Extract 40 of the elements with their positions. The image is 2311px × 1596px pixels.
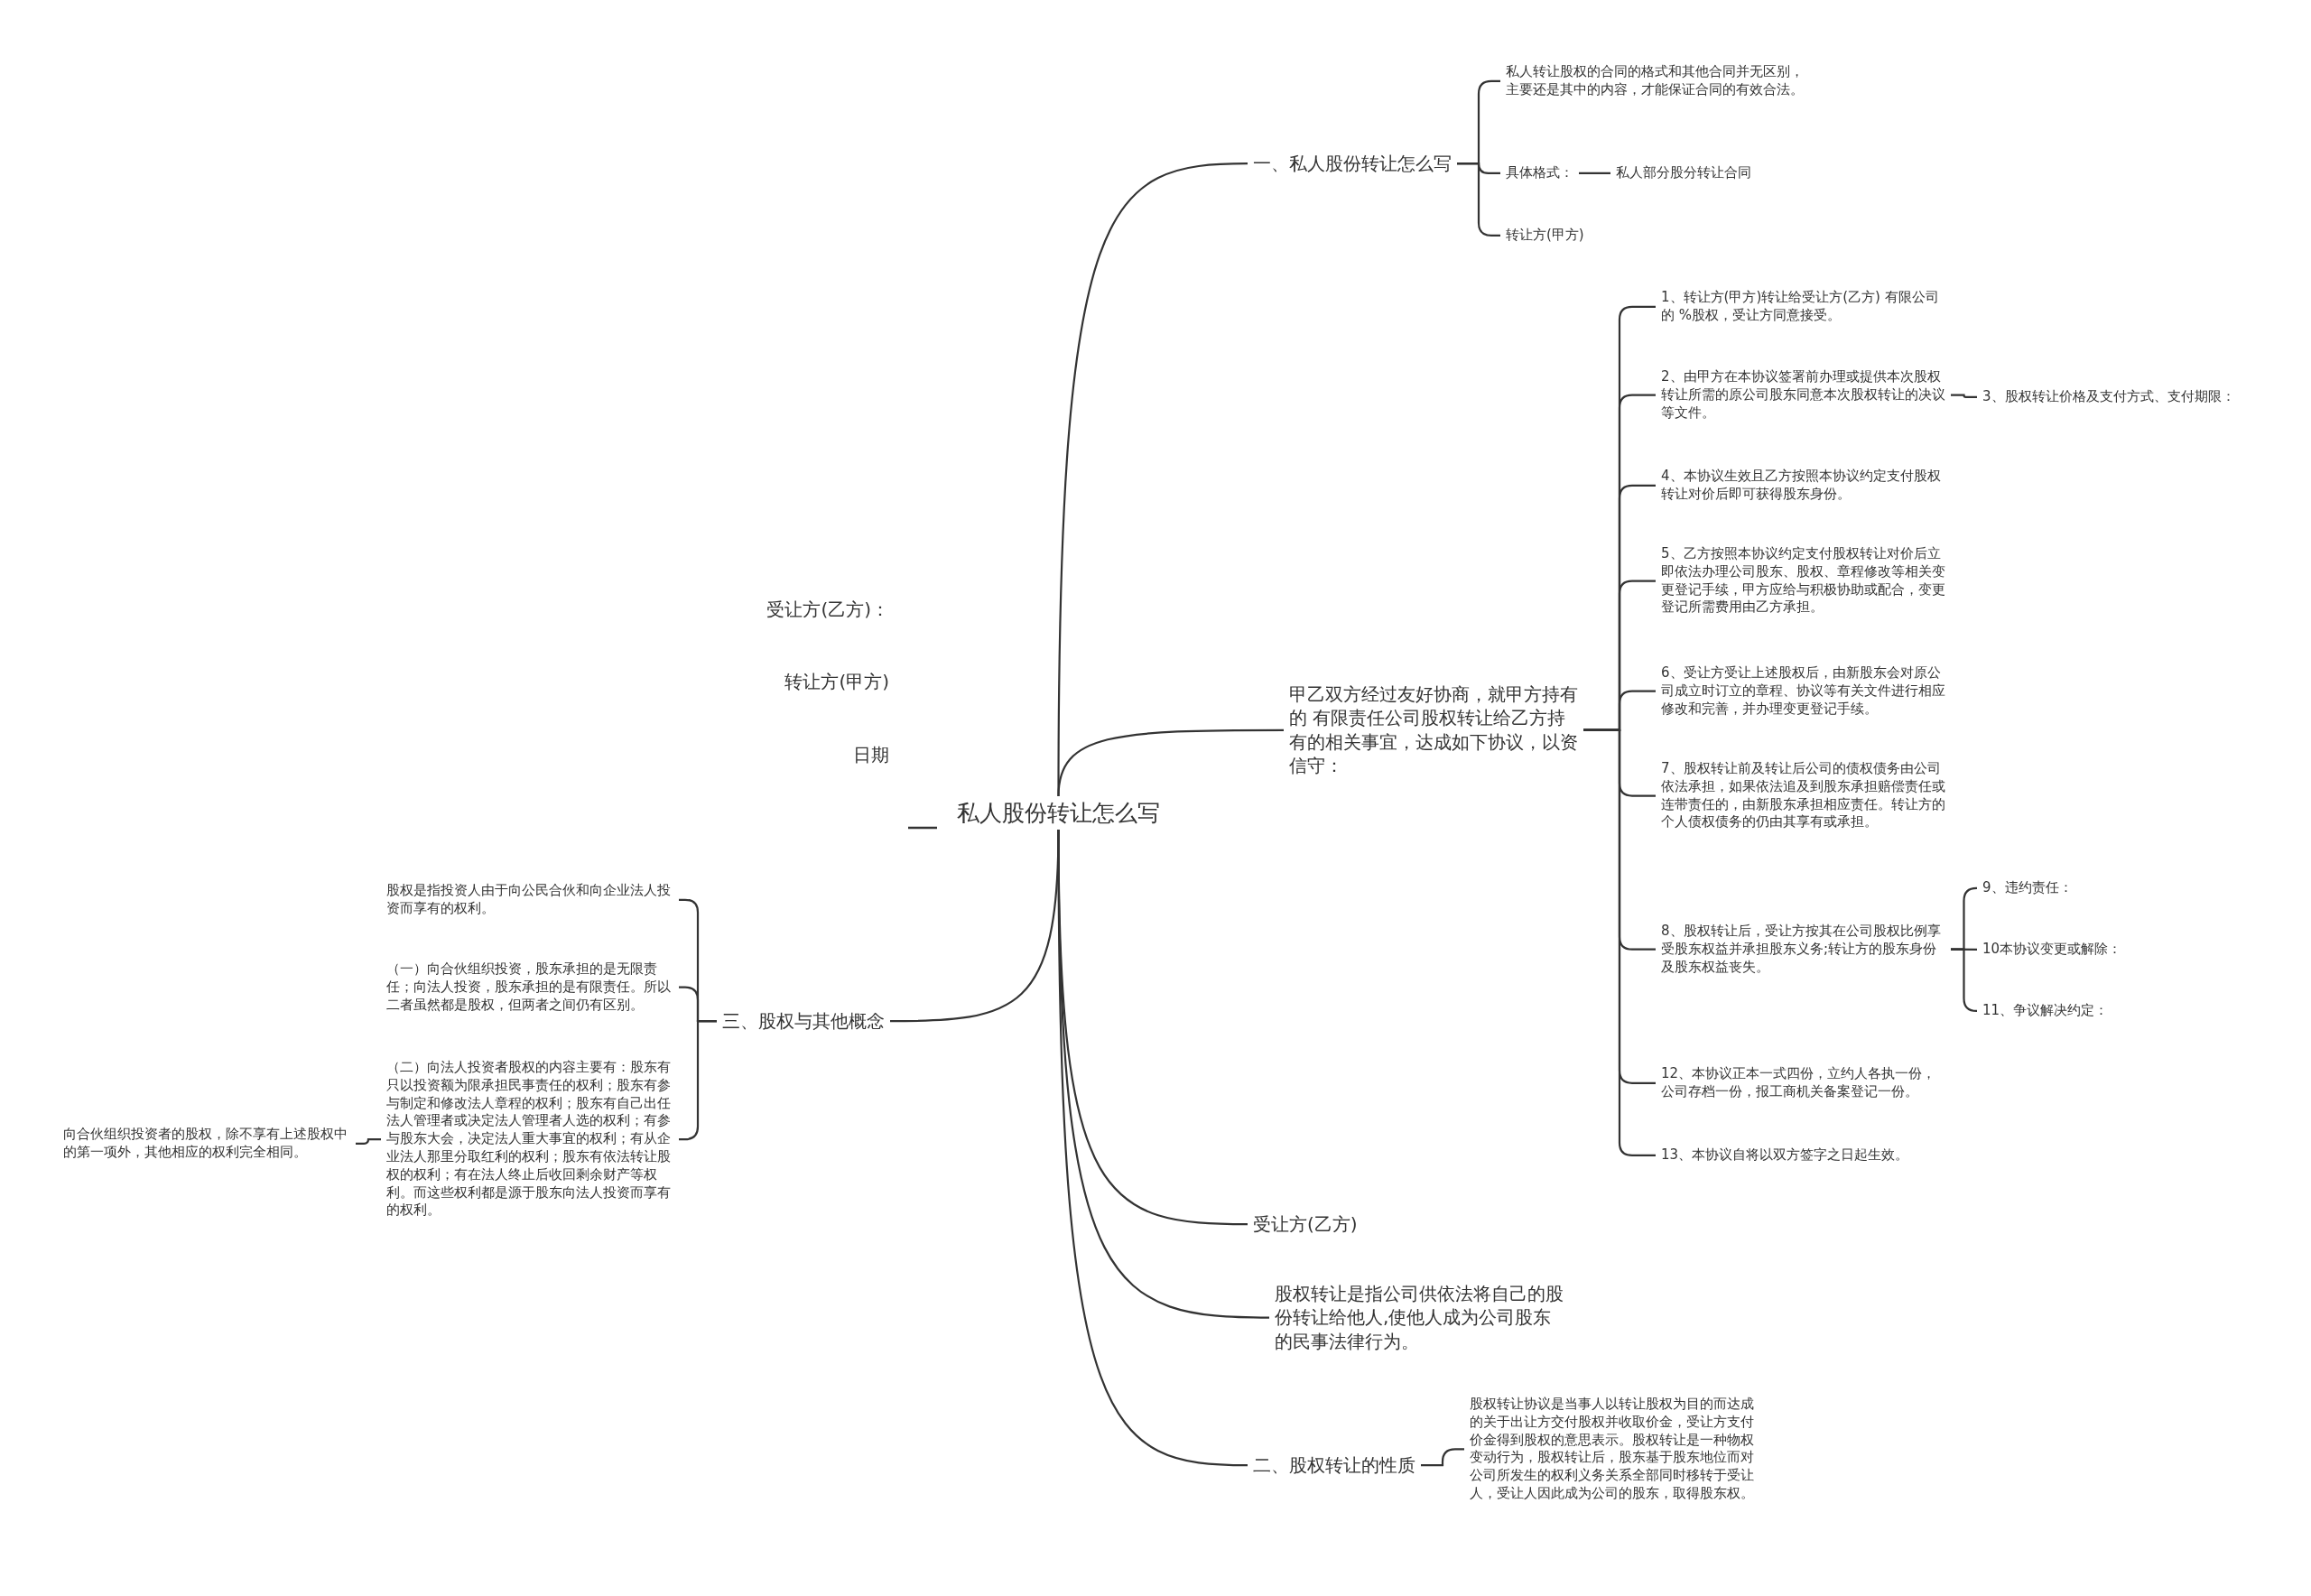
- branch-topic: 一、私人股份转让怎么写: [1253, 152, 1452, 176]
- leaf-text: 2、由甲方在本协议签署前办理或提供本次股权转让所需的原公司股东同意本次股权转让的决议等文件。: [1661, 368, 1945, 422]
- leaf-text: 1、转让方(甲方)转让给受让方(乙方) 有限公司的 %股权，受让方同意接受。: [1661, 289, 1945, 325]
- leaf-text: 11、争议解决约定：: [1982, 1002, 2109, 1020]
- leaf-text: 股权转让协议是当事人以转让股权为目的而达成的关于出让方交付股权并收取价金，受让方支付价金得到股权的意思表示。股权转让是一种物权变动行为，股权转让后，股东基于股东地位而对公司所发生的权利义务关系全部同时移转于受让人，受让人因此成为公司的股东，取得股东权。: [1470, 1396, 1759, 1503]
- leaf-text: 4、本协议生效且乙方按照本协议约定支付股权转让对价后即可获得股东身份。: [1661, 468, 1945, 504]
- leaf-text: 13、本协议自将以双方签字之日起生效。: [1661, 1146, 1909, 1165]
- leaf-text: 10本协议变更或解除：: [1982, 941, 2122, 959]
- branch-topic: 二、股权转让的性质: [1253, 1453, 1415, 1478]
- leaf-text: （二）向法人投资者股权的内容主要有：股东有只以投资额为限承担民事责任的权利；股东有参与制定和修改法人章程的权利；股东有自己出任法人管理者或决定法人管理者人选的权利；有参与股东大会，决定法人重大事宜的权利；有从企业法人那里分取红利的权利；股东有依法转让股权的权利；有在法人终止后收回剩余财产等权利。而这些权利都是源于股东向法人投资而享有的权利。: [386, 1059, 673, 1220]
- branch-topic: 三、股权与其他概念: [722, 1009, 885, 1034]
- leaf-text: 3、股权转让价格及支付方式、支付期限：: [1982, 388, 2235, 406]
- leaf-text: 9、违约责任：: [1982, 879, 2073, 897]
- topic-label: 受让方(乙方)：: [766, 598, 889, 622]
- leaf-text: 8、股权转让后，受让方按其在公司股权比例享受股东权益并承担股东义务;转让方的股东身份及股东权益丧失。: [1661, 923, 1945, 977]
- leaf-text: 股权是指投资人由于向公民合伙和向企业法人投资而享有的权利。: [386, 882, 673, 918]
- connector: [1951, 394, 1977, 398]
- connector: [1057, 830, 1248, 1467]
- branch-topic: 甲乙双方经过友好协商，就甲方持有的 有限责任公司股权转让给乙方持有的相关事宜，达成如下协议，以资信守：: [1289, 682, 1578, 778]
- connector: [356, 1138, 381, 1145]
- connector: [1421, 1448, 1464, 1467]
- connector: [1057, 728, 1284, 797]
- central-topic: 私人股份转让怎么写: [957, 798, 1160, 828]
- connector: [1951, 948, 1978, 1012]
- leaf-text: 转让方(甲方): [1506, 227, 1584, 245]
- branch-topic: 股权转让是指公司供依法将自己的股份转让给他人,使他人成为公司股东的民事法律行为。: [1275, 1282, 1564, 1354]
- leaf-text: 6、受让方受让上述股权后，由新股东会对原公司成立时订立的章程、协议等有关文件进行相应修改和完善，并办理变更登记手续。: [1661, 664, 1945, 719]
- leaf-text: 12、本协议正本一式四份，立约人各执一份，公司存档一份，报工商机关备案登记一份。: [1661, 1065, 1945, 1101]
- branch-topic: 受让方(乙方): [1253, 1212, 1358, 1237]
- connector: [1583, 728, 1656, 1156]
- topic-label: 转让方(甲方): [784, 670, 889, 694]
- leaf-text: （一）向合伙组织投资，股东承担的是无限责任；向法人投资，股东承担的是有限责任。所以二者虽然都是股权，但两者之间仍有区别。: [386, 960, 673, 1015]
- leaf-text: 向合伙组织投资者的股权，除不享有上述股权中的第一项外，其他相应的权利完全相同。: [63, 1126, 350, 1162]
- leaf-text: 7、股权转让前及转让后公司的债权债务由公司依法承担，如果依法追及到股东承担赔偿责任或连带责任的，由新股东承担相应责任。转让方的个人债权债务的仍由其享有或承担。: [1661, 760, 1945, 832]
- connector: [1579, 172, 1610, 174]
- topic-label: 日期: [853, 743, 889, 767]
- leaf-text: 私人转让股权的合同的格式和其他合同并无区别，主要还是其中的内容，才能保证合同的有效合法。: [1506, 63, 1804, 99]
- leaf-text: 具体格式：: [1506, 164, 1573, 182]
- leaf-text: 5、乙方按照本协议约定支付股权转让对价后立即依法办理公司股东、股权、章程修改等相关变更登记手续，甲方应给与积极协助或配合，变更登记所需费用由乙方承担。: [1661, 545, 1945, 617]
- leaf-text: 私人部分股分转让合同: [1616, 164, 1751, 182]
